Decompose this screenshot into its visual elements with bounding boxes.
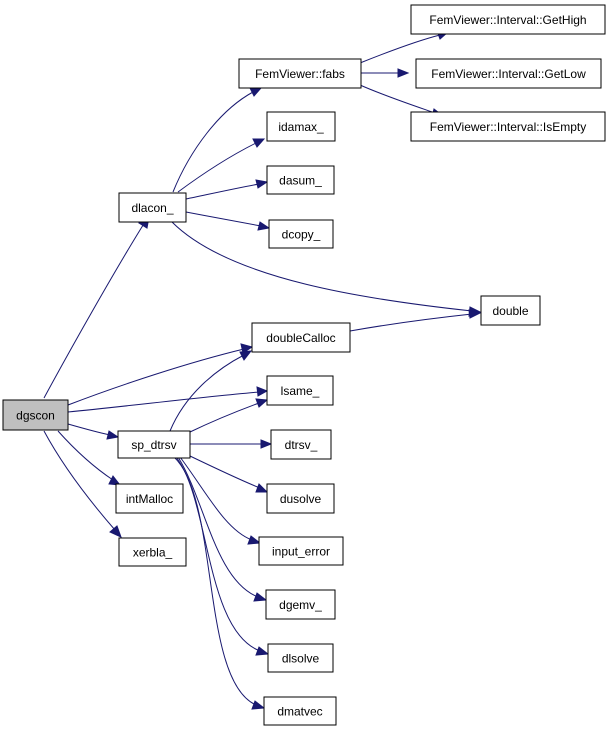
edge-sp-dtrsv-doublecalloc	[169, 350, 253, 432]
node-double[interactable]: double	[480, 295, 541, 326]
edge-sp-dtrsv-dlsolve	[175, 456, 270, 656]
node-dtrsv[interactable]: dtrsv_	[270, 429, 332, 460]
svg-text:dasum_: dasum_	[279, 174, 322, 188]
svg-text:dlsolve: dlsolve	[282, 652, 320, 666]
node-input-error[interactable]: input_error	[258, 536, 344, 566]
edge-sp-dtrsv-dgemv	[177, 456, 268, 602]
svg-text:FemViewer::fabs: FemViewer::fabs	[255, 67, 345, 81]
svg-text:dmatvec: dmatvec	[277, 705, 322, 719]
node-xerbla[interactable]: xerbla_	[118, 537, 187, 567]
edge-dlacon-dcopy	[185, 211, 271, 231]
edge-sp-dtrsv-input-error	[179, 456, 262, 545]
svg-text:dtrsv_: dtrsv_	[285, 438, 318, 452]
edge-fabs-getlow	[361, 68, 410, 78]
edge-sp-dtrsv-dusolve	[189, 455, 269, 493]
node-sp-dtrsv[interactable]: sp_dtrsv	[117, 430, 191, 459]
edge-sp-dtrsv-lsame	[189, 398, 269, 433]
svg-text:dcopy_: dcopy_	[282, 228, 321, 242]
svg-text:FemViewer::Interval::GetHigh: FemViewer::Interval::GetHigh	[429, 13, 586, 27]
svg-text:double: double	[492, 304, 528, 318]
node-lsame[interactable]: lsame_	[266, 375, 334, 406]
node-dusolve[interactable]: dusolve	[266, 483, 335, 514]
node-idamax[interactable]: idamax_	[266, 111, 336, 142]
node-intmalloc[interactable]: intMalloc	[115, 483, 184, 514]
svg-text:xerbla_: xerbla_	[133, 546, 173, 560]
edge-doublecalloc-double	[349, 309, 482, 332]
svg-text:FemViewer::Interval::IsEmpty: FemViewer::Interval::IsEmpty	[430, 120, 587, 134]
svg-text:dusolve: dusolve	[280, 492, 322, 506]
svg-text:intMalloc: intMalloc	[126, 492, 173, 506]
edge-sp-dtrsv-dmatvec	[173, 456, 266, 710]
node-dlacon[interactable]: dlacon_	[118, 192, 187, 223]
node-dlsolve[interactable]: dlsolve	[267, 643, 334, 673]
edge-dgscon-xerbla	[43, 430, 122, 538]
node-dgscon[interactable]: dgscon	[2, 399, 69, 431]
svg-text:input_error: input_error	[272, 545, 330, 559]
node-fabs[interactable]: FemViewer::fabs	[238, 58, 362, 89]
edge-dlacon-idamax	[177, 138, 266, 193]
svg-text:idamax_: idamax_	[278, 120, 324, 134]
node-dgemv[interactable]: dgemv_	[265, 589, 336, 620]
edge-dlacon-dasum	[185, 179, 269, 200]
svg-text:doubleCalloc: doubleCalloc	[266, 331, 335, 345]
node-dmatvec[interactable]: dmatvec	[263, 696, 337, 726]
svg-text:dgscon: dgscon	[16, 409, 55, 423]
edge-dgscon-doublecalloc	[67, 343, 254, 406]
svg-text:dlacon_: dlacon_	[131, 201, 173, 215]
node-doublecalloc[interactable]: doubleCalloc	[251, 322, 351, 353]
node-dcopy[interactable]: dcopy_	[268, 219, 334, 249]
node-dasum[interactable]: dasum_	[266, 165, 335, 195]
edge-dgscon-sp-dtrsv	[67, 423, 120, 440]
svg-text:FemViewer::Interval::GetLow: FemViewer::Interval::GetLow	[431, 67, 586, 81]
edge-sp-dtrsv-dtrsv	[190, 439, 273, 449]
edge-dgscon-dlacon	[43, 216, 150, 399]
node-isempty[interactable]: FemViewer::Interval::IsEmpty	[410, 111, 606, 142]
edge-dgscon-lsame	[67, 386, 269, 413]
node-getlow[interactable]: FemViewer::Interval::GetLow	[415, 58, 602, 89]
svg-text:dgemv_: dgemv_	[279, 598, 322, 612]
svg-text:lsame_: lsame_	[281, 384, 320, 398]
edge-dlacon-fabs	[172, 87, 263, 193]
edge-dgscon-intmalloc	[57, 430, 122, 486]
node-gethigh[interactable]: FemViewer::Interval::GetHigh	[410, 4, 606, 35]
svg-text:sp_dtrsv: sp_dtrsv	[131, 438, 176, 452]
edge-fabs-gethigh	[359, 30, 450, 64]
